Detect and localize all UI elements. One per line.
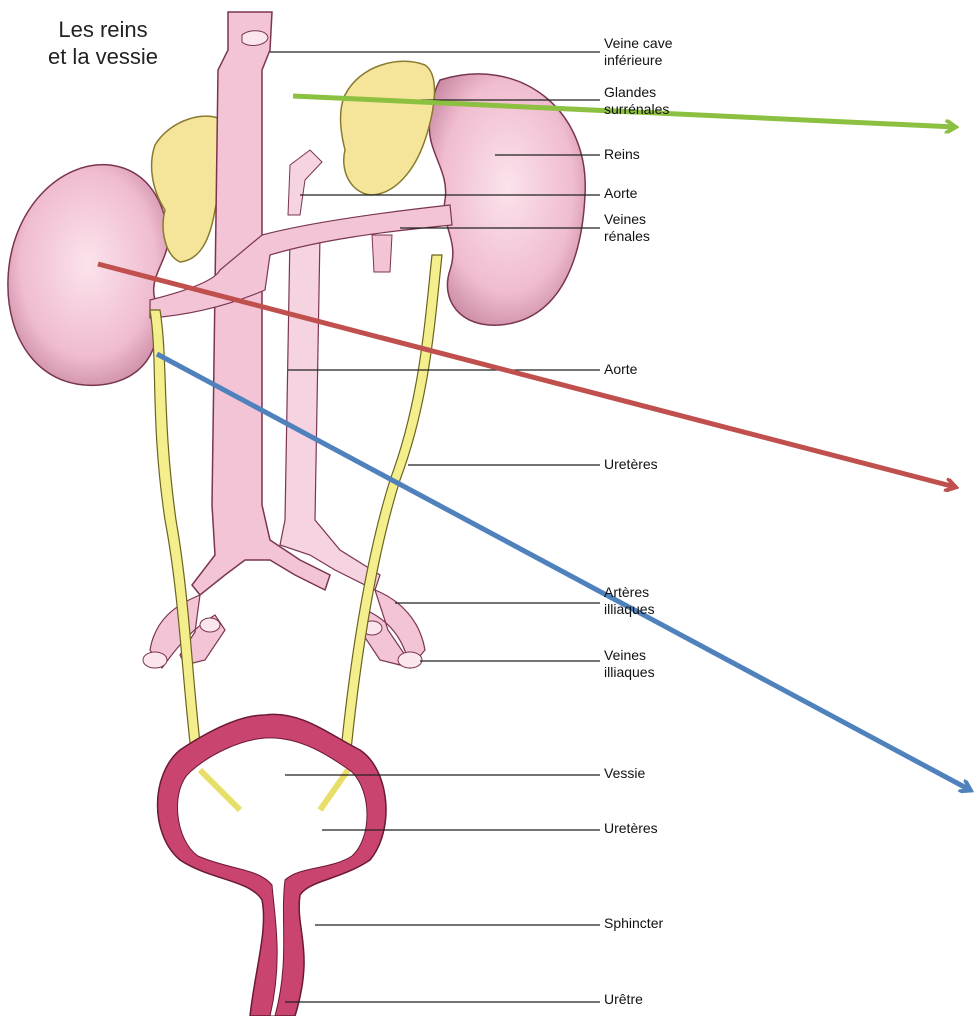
label-veines-renales: Veines rénales <box>604 211 724 245</box>
right-adrenal-gland <box>340 61 434 195</box>
label-vessie: Vessie <box>604 765 724 782</box>
label-arteres-line2: illiaques <box>604 601 724 618</box>
label-veine-cave: Veine cave inférieure <box>604 35 724 69</box>
renal-vein-stub <box>372 235 392 272</box>
right-kidney <box>429 74 585 325</box>
right-iliac-opening <box>398 652 422 668</box>
left-iliac-opening <box>143 652 167 668</box>
title-line-2: et la vessie <box>18 43 188 70</box>
label-veine-cave-line2: inférieure <box>604 52 724 69</box>
left-ureter <box>150 310 202 760</box>
label-sphincter: Sphincter <box>604 915 724 932</box>
label-veines-illiaques: Veines illiaques <box>604 647 724 681</box>
label-ureteres-bottom: Uretères <box>604 820 724 837</box>
aorta <box>280 235 380 590</box>
label-glandes: Glandes surrénales <box>604 84 724 118</box>
label-veine-cave-line1: Veine cave <box>604 35 724 52</box>
label-glandes-line1: Glandes <box>604 84 724 101</box>
label-arteres-line1: Artères <box>604 584 724 601</box>
label-ureteres-top: Uretères <box>604 456 724 473</box>
label-veines-renales-line1: Veines <box>604 211 724 228</box>
label-uretre: Urêtre <box>604 991 724 1008</box>
label-veines-renales-line2: rénales <box>604 228 724 245</box>
title-line-1: Les reins <box>18 16 188 43</box>
label-glandes-line2: surrénales <box>604 101 724 118</box>
label-arteres: Artères illiaques <box>604 584 724 618</box>
label-reins: Reins <box>604 146 724 163</box>
vena-cava-top-opening <box>242 31 268 46</box>
diagram-title: Les reins et la vessie <box>18 16 188 70</box>
label-aorte-top: Aorte <box>604 185 724 202</box>
label-veines-illiaques-line2: illiaques <box>604 664 724 681</box>
label-veines-illiaques-line1: Veines <box>604 647 724 664</box>
renal-artery-stub <box>288 150 322 215</box>
center-iliac-opening <box>200 618 220 632</box>
label-aorte-mid: Aorte <box>604 361 724 378</box>
